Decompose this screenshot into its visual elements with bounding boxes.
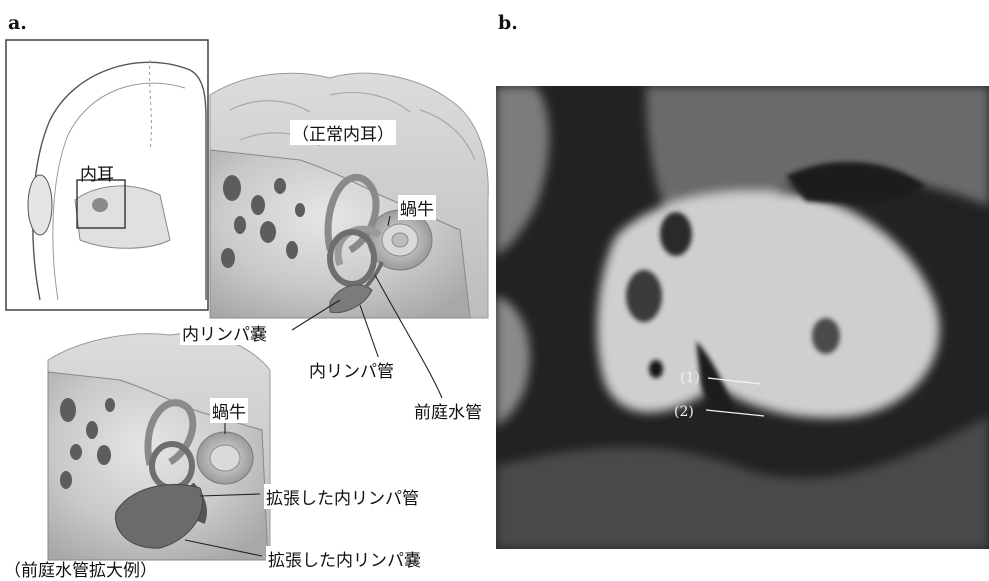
ct-marker-2: (2) bbox=[674, 404, 694, 420]
vestibular-aqueduct-label: 前庭水管 bbox=[412, 398, 484, 423]
dilated-duct-label: 拡張した内リンパ管 bbox=[264, 484, 421, 509]
enlarged-aqueduct-title: （前庭水管拡大例） bbox=[4, 556, 157, 581]
ct-scan-svg bbox=[496, 86, 989, 549]
inner-ear-illustration bbox=[0, 0, 500, 579]
normal-inner-ear-title: （正常内耳） bbox=[290, 120, 396, 145]
enlarged-cochlea-label: 蝸牛 bbox=[210, 398, 248, 423]
endolymphatic-duct-label: 内リンパ管 bbox=[307, 357, 396, 382]
endolymphatic-sac-label: 内リンパ嚢 bbox=[180, 320, 269, 345]
panel-b-label: b. bbox=[498, 12, 518, 34]
inset-inner-ear-label: 内耳 bbox=[80, 160, 114, 185]
normal-cochlea-label: 蝸牛 bbox=[398, 195, 436, 220]
ct-image: (1) (2) bbox=[496, 86, 989, 549]
ct-marker-1: (1) bbox=[680, 370, 700, 386]
dilated-sac-label: 拡張した内リンパ嚢 bbox=[266, 546, 423, 571]
